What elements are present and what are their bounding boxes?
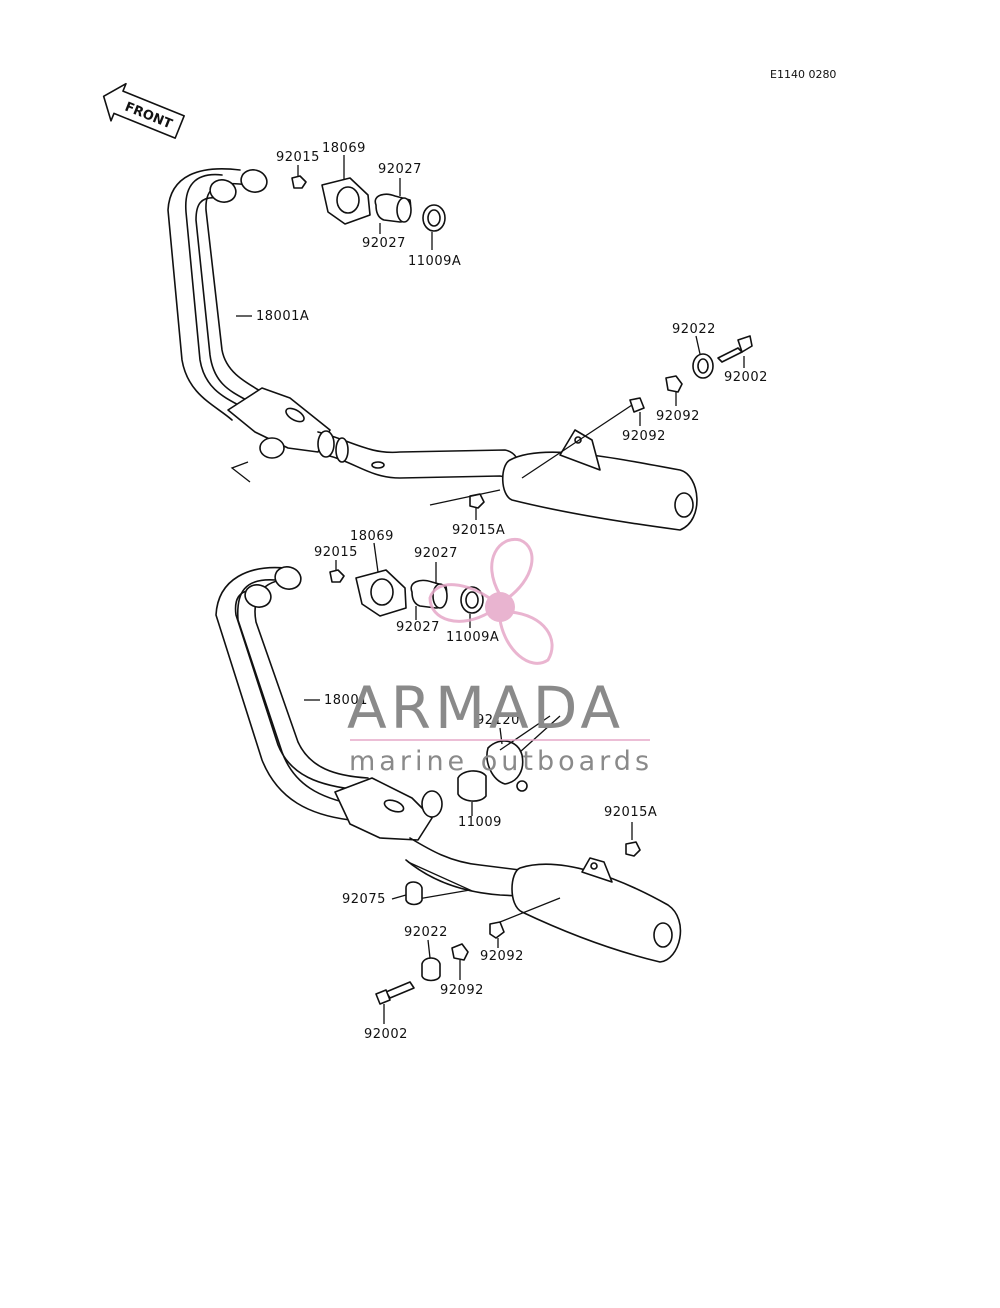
- lower-92092-damper-b: [489, 921, 505, 939]
- upper-label-92027-top: 92027: [378, 162, 422, 177]
- upper-exhaust-assembly: 92015 18069 92027 92027 11009A 18001A 92…: [167, 141, 768, 538]
- lower-connector-pipe: [409, 837, 521, 871]
- lower-label-92075: 92075: [342, 892, 386, 907]
- upper-92002-bolt: [717, 347, 743, 363]
- front-arrow-icon: FRONT: [102, 82, 185, 139]
- lower-92092-damper-a: [451, 943, 469, 961]
- lower-header-pipe-outer: [215, 566, 351, 821]
- lower-label-92120: 92120: [476, 713, 520, 728]
- diagram-ref-code: E1140 0280: [770, 68, 836, 81]
- lower-muffler: [511, 863, 682, 963]
- lower-92015-nut: [329, 569, 345, 583]
- upper-muffler: [501, 451, 698, 531]
- upper-header-pipe-outer: [167, 168, 241, 421]
- lower-label-92027-top: 92027: [414, 546, 458, 561]
- upper-label-92092-b: 92092: [622, 429, 666, 444]
- lower-92015A-nut: [625, 841, 641, 857]
- lower-92075-damper: [405, 881, 423, 906]
- lower-label-11009: 11009: [458, 815, 502, 830]
- lower-label-92027-bottom: 92027: [396, 620, 440, 635]
- armada-watermark: ARMADA marine outboards: [347, 537, 653, 777]
- upper-92092-damper-a: [665, 375, 683, 393]
- lower-label-11009A: 11009A: [446, 630, 499, 645]
- lower-92002-bolt: [385, 981, 415, 999]
- lower-label-18069: 18069: [350, 529, 394, 544]
- upper-label-11009A: 11009A: [408, 254, 461, 269]
- upper-label-92002: 92002: [724, 370, 768, 385]
- lower-label-18001: 18001: [324, 693, 368, 708]
- upper-label-92015A: 92015A: [452, 523, 505, 538]
- lower-label-92022: 92022: [404, 925, 448, 940]
- upper-header-pipe-inner: [195, 196, 251, 403]
- upper-label-92022: 92022: [672, 322, 716, 337]
- watermark-tagline: marine outboards: [349, 746, 653, 777]
- upper-92092-damper-b: [629, 397, 645, 413]
- upper-label-92027-bottom: 92027: [362, 236, 406, 251]
- lower-label-92002: 92002: [364, 1027, 408, 1042]
- lower-label-92015A: 92015A: [604, 805, 657, 820]
- lower-exhaust-assembly: 92015 18069 92027 92027 11009A 18001 921…: [215, 529, 682, 1042]
- upper-label-18001A: 18001A: [256, 309, 309, 324]
- lower-92022-collar: [421, 957, 441, 982]
- lower-collector: [334, 777, 433, 841]
- upper-label-92092-a: 92092: [656, 409, 700, 424]
- upper-label-18069: 18069: [322, 141, 366, 156]
- propeller-logo-icon: [428, 537, 554, 665]
- lower-label-92092-b: 92092: [480, 949, 524, 964]
- upper-92015-nut: [291, 175, 307, 189]
- watermark-brand: ARMADA: [347, 674, 624, 742]
- lower-92120-clamp: [486, 740, 524, 785]
- lower-label-92092-a: 92092: [440, 983, 484, 998]
- lower-label-92015: 92015: [314, 545, 358, 560]
- upper-label-92015: 92015: [276, 150, 320, 165]
- lower-11009-gasket: [457, 770, 487, 802]
